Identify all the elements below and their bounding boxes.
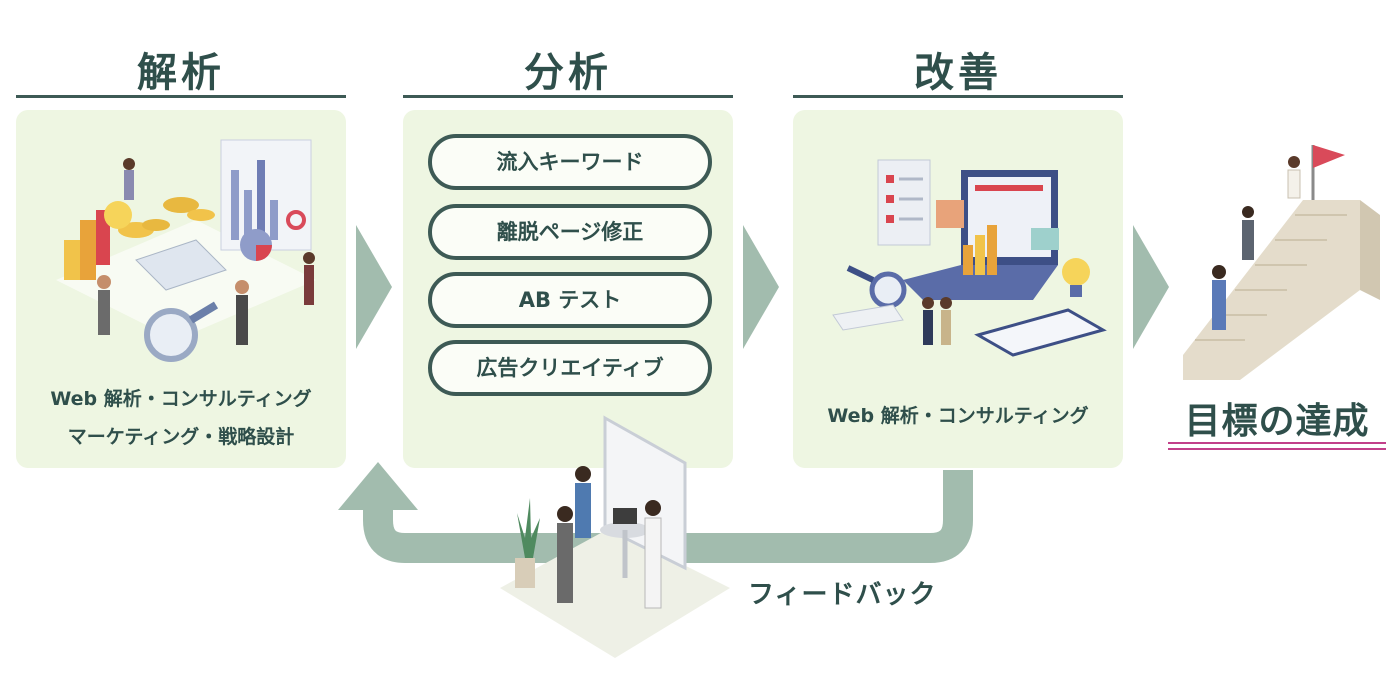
item-inflow-keywords[interactable]: 流入キーワード [428,134,712,190]
analysis-caption-line-2: マーケティング・戦略設計 [67,426,295,448]
goal-underline-bottom [1168,448,1386,450]
flow-arrow-3 [1133,225,1169,349]
goal-underline-top [1168,442,1386,444]
analysis-illustration [56,139,316,362]
item-exit-page-fix[interactable]: 離脱ページ修正 [428,204,712,260]
goal-label: 目標の達成 [1184,401,1370,442]
feedback-meeting-illustration [500,415,730,658]
step-rule-examination [403,95,733,98]
step-title-analysis: 解析 [137,50,225,96]
flow-arrow-1 [356,225,392,349]
step-rule-analysis [16,95,346,98]
improvement-caption-line-1: Web 解析・コンサルティング [827,405,1089,427]
flow-arrow-2 [743,225,779,349]
item-ab-test[interactable]: AB テスト [428,272,712,328]
feedback-label: フィードバック [748,580,937,610]
panel-improvement: Web 解析・コンサルティング [793,110,1123,468]
panel-analysis: Web 解析・コンサルティング マーケティング・戦略設計 [16,110,346,468]
item-ad-creative[interactable]: 広告クリエイティブ [428,340,712,396]
improvement-illustration [832,159,1107,357]
panel-examination: 流入キーワード 離脱ページ修正 AB テスト 広告クリエイティブ [403,110,733,468]
step-rule-improvement [793,95,1123,98]
goal-staircase-illustration [1183,145,1380,380]
analysis-caption-line-1: Web 解析・コンサルティング [50,388,312,410]
step-title-examination: 分析 [524,50,612,96]
step-title-improvement: 改善 [914,50,1002,96]
